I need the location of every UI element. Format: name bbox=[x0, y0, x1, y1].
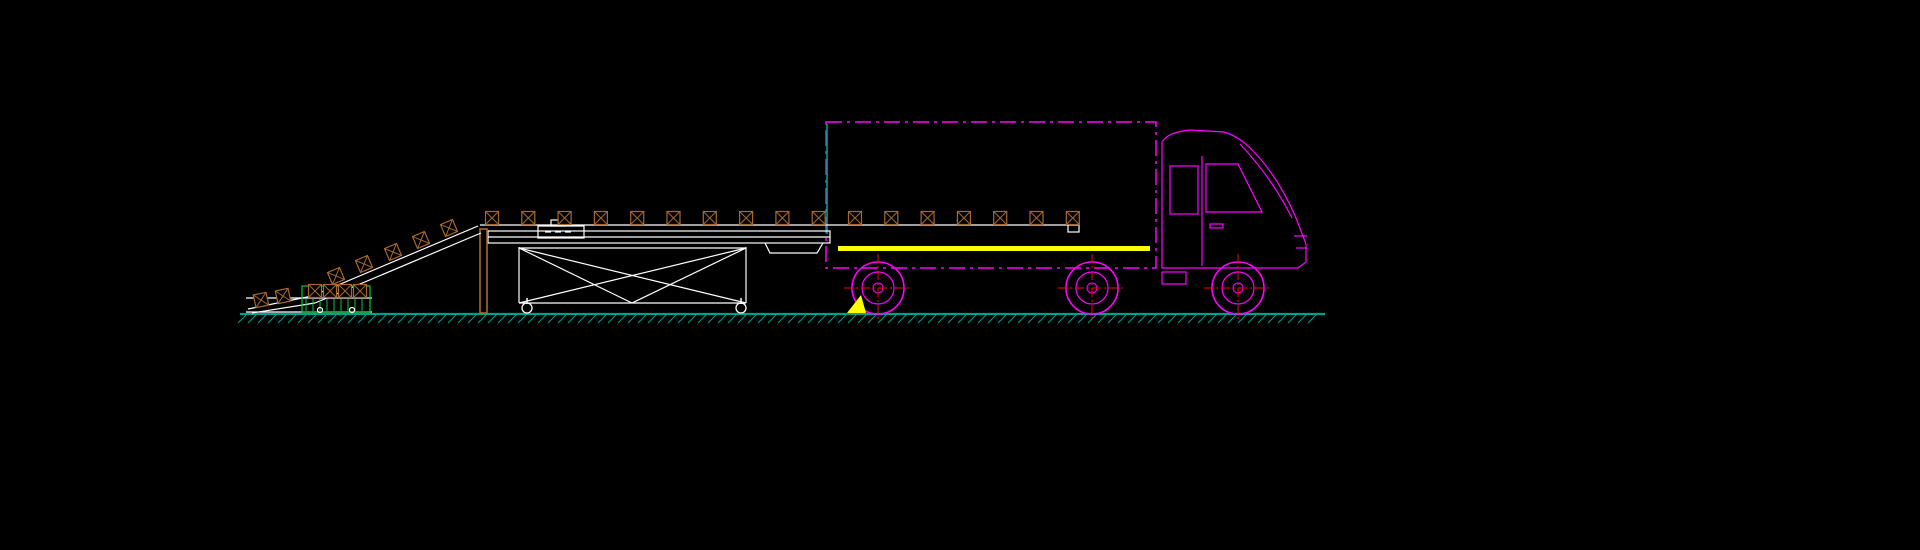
crate bbox=[484, 210, 500, 226]
door-handle bbox=[1209, 223, 1224, 229]
trailer-box-outline bbox=[825, 121, 1157, 269]
crate bbox=[702, 210, 717, 226]
crate bbox=[630, 210, 645, 226]
truck-cab bbox=[1161, 129, 1307, 285]
cab-rear-window bbox=[1169, 165, 1199, 215]
crate bbox=[383, 242, 403, 262]
crate bbox=[411, 230, 431, 250]
caster-wheel bbox=[735, 298, 747, 314]
crate bbox=[439, 218, 459, 238]
crate bbox=[920, 210, 935, 226]
casters bbox=[521, 298, 747, 314]
crate bbox=[811, 210, 826, 226]
crate bbox=[521, 210, 536, 226]
platform-caster-left bbox=[316, 306, 324, 314]
conveyor-support-frame bbox=[518, 247, 747, 304]
ground-hatch bbox=[237, 312, 1325, 324]
crate bbox=[738, 210, 754, 226]
windshield-line bbox=[1239, 143, 1293, 219]
truck-trailer bbox=[825, 121, 1157, 269]
cab-side-window bbox=[1205, 163, 1263, 213]
wheel bbox=[1204, 254, 1272, 322]
tail-bottom-rail bbox=[251, 302, 316, 314]
crate bbox=[1029, 210, 1044, 226]
crate bbox=[993, 210, 1008, 226]
crate bbox=[847, 210, 863, 226]
platform-caster-right bbox=[348, 306, 356, 314]
cab-outline bbox=[1161, 129, 1307, 269]
wheel bbox=[844, 254, 912, 322]
trailer-skirt-stripe bbox=[838, 246, 1150, 251]
crates bbox=[252, 210, 1080, 309]
crate bbox=[274, 287, 292, 305]
crate bbox=[956, 210, 972, 226]
crate bbox=[337, 283, 353, 299]
wheels bbox=[844, 254, 1272, 322]
frame-diagonal-2 bbox=[518, 247, 747, 304]
crate bbox=[884, 210, 899, 226]
frame-v-brace bbox=[518, 247, 747, 304]
caster-wheel bbox=[521, 298, 533, 314]
crate bbox=[593, 210, 609, 226]
crate bbox=[352, 283, 368, 299]
crate bbox=[666, 210, 681, 226]
crate bbox=[775, 210, 790, 226]
crate bbox=[557, 210, 572, 226]
crate bbox=[354, 254, 374, 274]
wheel-chock bbox=[847, 295, 866, 313]
cab-step bbox=[1161, 271, 1187, 285]
wheel bbox=[1058, 254, 1126, 322]
discharge-nose bbox=[764, 242, 824, 254]
support-post bbox=[479, 228, 488, 314]
crate bbox=[1065, 210, 1080, 226]
crate bbox=[307, 283, 323, 299]
crate bbox=[322, 283, 338, 299]
crate bbox=[326, 266, 346, 286]
platform-rollers bbox=[305, 299, 363, 311]
crate bbox=[252, 291, 270, 309]
